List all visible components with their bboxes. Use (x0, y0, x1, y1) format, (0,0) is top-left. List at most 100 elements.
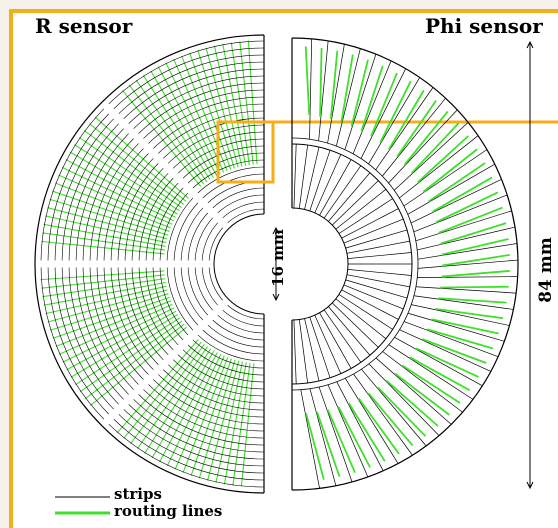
phi-outer-strip (368, 363, 440, 436)
routing-line (89, 123, 187, 202)
routing-line (166, 353, 222, 467)
routing-line (435, 191, 499, 223)
phi-outline (291, 37, 519, 491)
r-sensor-drawing (34, 34, 558, 494)
routing-line (360, 65, 384, 132)
phi-inner-strip (306, 309, 331, 378)
routing-line (357, 397, 400, 455)
routing-line (182, 357, 229, 474)
phi-inner-strip (322, 300, 371, 356)
phi-outer-strip (415, 286, 517, 294)
routing-line (440, 222, 507, 245)
phi-inner-strip (336, 281, 404, 310)
phi-outer-strip (336, 381, 384, 471)
phi-inner-strip (329, 293, 387, 339)
routing-line (83, 130, 185, 205)
routing-line (435, 307, 504, 320)
routing-line (78, 136, 182, 208)
routing-line (123, 341, 202, 439)
phi-sensor-title: Phi sensor (425, 14, 543, 38)
routing-line (42, 278, 166, 298)
routing-line (213, 45, 243, 167)
routing-line (144, 348, 212, 454)
phi-inner-strip (315, 305, 352, 369)
routing-line (142, 74, 211, 181)
phi-outer-strip (300, 389, 320, 489)
zoom-highlight-box (216, 120, 275, 184)
routing-line (62, 307, 175, 363)
phi-inner-strip (326, 180, 379, 231)
routing-line (116, 339, 199, 434)
phi-inner-strip (311, 154, 342, 221)
routing-line (55, 300, 172, 347)
phi-outer-strip (309, 388, 337, 486)
routing-line (376, 386, 427, 437)
routing-line (432, 176, 493, 213)
routing-line (207, 360, 240, 481)
phi-inner-strip (332, 289, 393, 330)
routing-line (52, 296, 170, 339)
routing-line (379, 80, 412, 144)
r-sensor-title: R sensor (35, 14, 133, 38)
routing-line (232, 362, 251, 486)
routing-line (84, 323, 185, 400)
routing-line (240, 363, 255, 487)
routing-line (197, 49, 235, 169)
routing-line (135, 79, 208, 183)
r-sector-gap (103, 289, 239, 425)
phi-inner-strip (297, 144, 309, 217)
inner-dimension-label: 16 mm (269, 229, 287, 287)
routing-line (45, 285, 167, 315)
slide-frame (9, 9, 558, 528)
routing-line (401, 364, 461, 404)
phi-inner-strip (319, 165, 362, 225)
phi-outer-strip (368, 77, 420, 165)
phi-inner-strip (293, 144, 297, 217)
outer-dimension-arrow-head (526, 481, 534, 490)
routing-line (340, 54, 354, 123)
routing-line (45, 215, 167, 244)
routing-line (90, 326, 187, 407)
routing-line (157, 66, 218, 177)
phi-inner-strip (334, 285, 399, 320)
phi-inner-strip (329, 189, 387, 235)
routing-line (198, 359, 236, 479)
routing-line (422, 148, 478, 193)
routing-line (41, 274, 165, 289)
inner-dimension-arrow-head (272, 226, 280, 235)
phi-inner-strip (302, 310, 320, 382)
routing-line (54, 182, 171, 229)
routing-line (415, 347, 479, 378)
phi-outer-strip (353, 373, 413, 456)
routing-line (441, 253, 510, 267)
routing-line (388, 89, 425, 150)
routing-line (43, 281, 166, 306)
phi-inner-strip (336, 218, 404, 247)
phi-outer-strip (382, 97, 446, 177)
routing-line (409, 356, 471, 392)
routing-line (49, 293, 169, 331)
phi-outer-strip (344, 54, 377, 150)
phi-outer-strip (309, 38, 313, 140)
phi-inner-cutout (291, 207, 349, 321)
phi-outer-strip (417, 243, 518, 260)
routing-line (61, 166, 175, 222)
phi-inner-strip (297, 311, 309, 384)
phi-outer-strip (394, 337, 483, 387)
phi-inner-strip (311, 307, 342, 374)
routing-line (58, 174, 173, 225)
phi-outer-strip (399, 135, 479, 199)
routing-line (394, 372, 450, 416)
routing-line (316, 411, 341, 478)
phi-outer-strip (344, 378, 399, 464)
routing-line (396, 99, 437, 158)
routing-line (427, 162, 486, 203)
phi-outer-strip (360, 68, 406, 159)
phi-inner-strip (319, 303, 362, 363)
phi-inner-strip (337, 277, 408, 299)
routing-line (385, 379, 439, 427)
legend-strips-label: strips (114, 485, 162, 503)
routing-line (52, 190, 170, 232)
routing-line (421, 338, 487, 364)
